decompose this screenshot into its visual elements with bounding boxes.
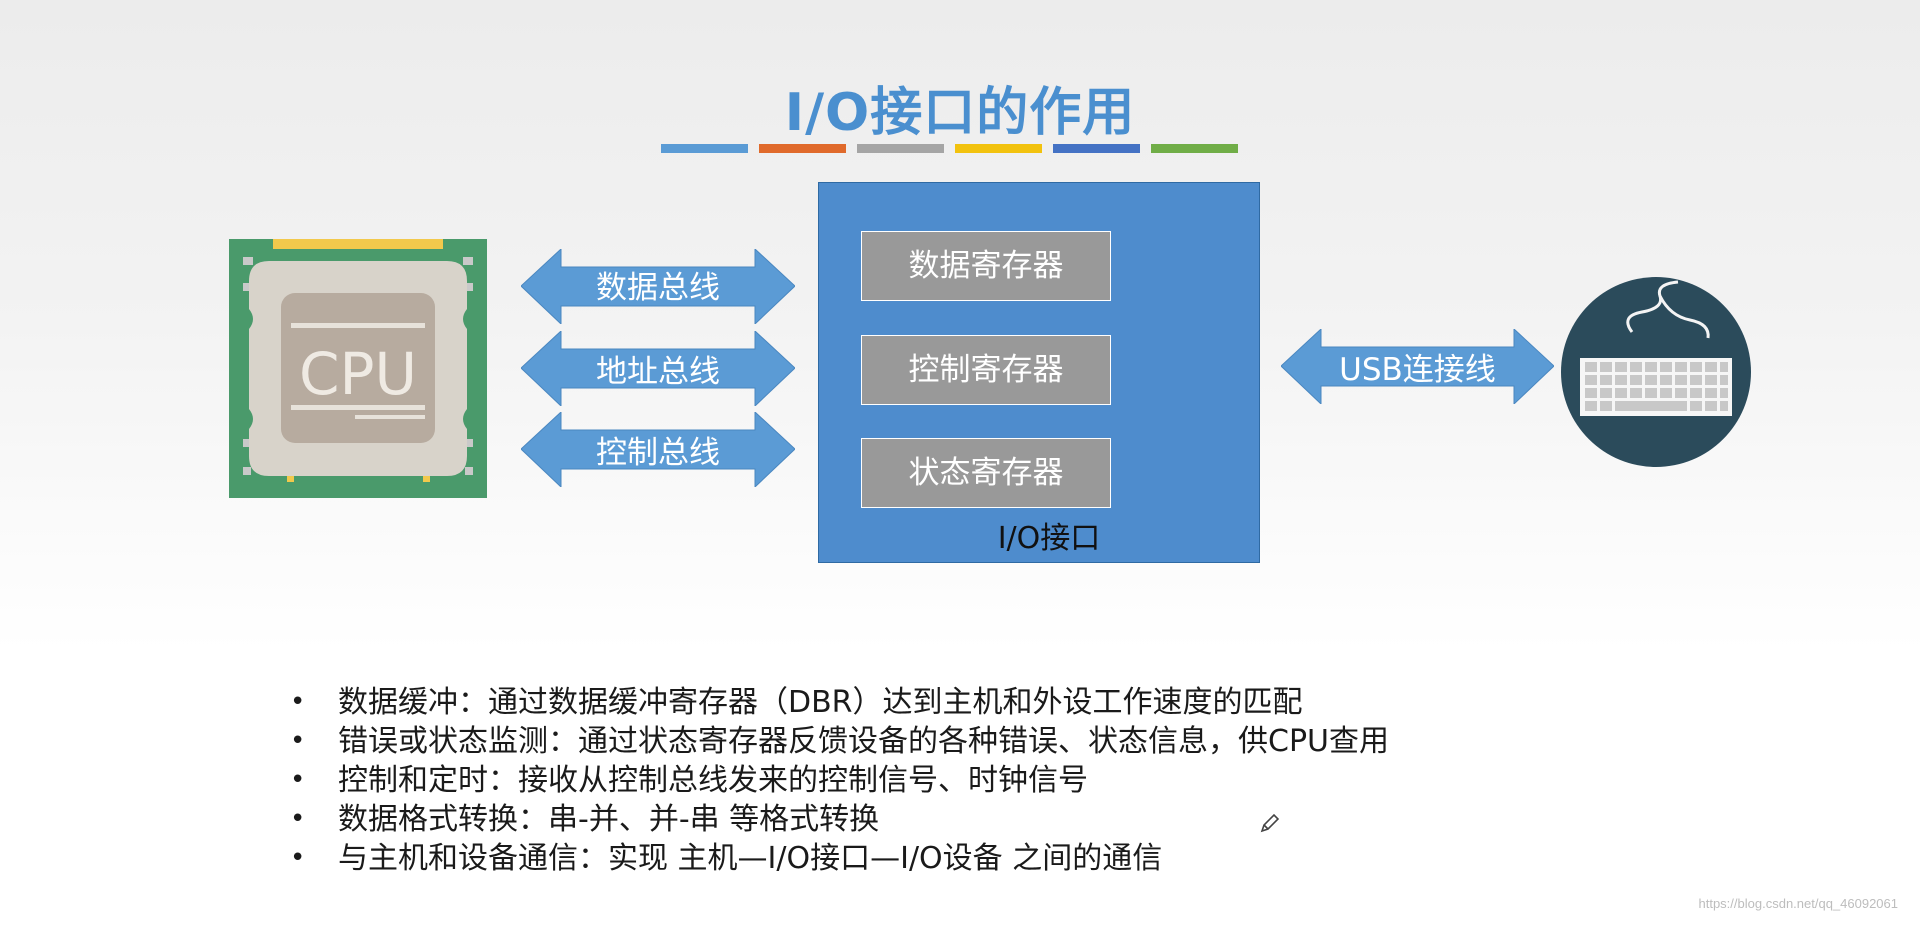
status-register: 状态寄存器: [861, 438, 1111, 508]
data-register: 数据寄存器: [861, 231, 1111, 301]
color-bar: [857, 144, 944, 153]
color-bar: [1053, 144, 1140, 153]
data-bus-label: 数据总线: [596, 270, 720, 306]
usb-label: USB连接线: [1339, 352, 1496, 388]
list-item: 数据缓冲：通过数据缓冲寄存器（DBR）达到主机和外设工作速度的匹配: [284, 683, 1389, 722]
color-bar: [661, 144, 748, 153]
cpu-label: CPU: [299, 340, 417, 408]
color-bar: [759, 144, 846, 153]
control-bus-label: 控制总线: [596, 435, 720, 471]
watermark: https://blog.csdn.net/qq_46092061: [1698, 896, 1899, 911]
list-item: 与主机和设备通信：实现 主机—I/O接口—I/O设备 之间的通信: [284, 839, 1389, 878]
control-bus-arrow: [521, 412, 795, 487]
address-bus-label: 地址总线: [596, 354, 720, 390]
list-item: 错误或状态监测：通过状态寄存器反馈设备的各种错误、状态信息，供CPU查用: [284, 722, 1389, 761]
title-color-bars: [661, 144, 1238, 153]
io-interface-box: 数据寄存器 控制寄存器 状态寄存器 I/O接口: [818, 182, 1260, 563]
pencil-icon: [1260, 813, 1280, 833]
feature-list: 数据缓冲：通过数据缓冲寄存器（DBR）达到主机和外设工作速度的匹配 错误或状态监…: [284, 683, 1389, 878]
color-bar: [955, 144, 1042, 153]
color-bar: [1151, 144, 1238, 153]
keyboard-icon: [1561, 277, 1751, 467]
cpu-chip-icon: CPU: [229, 239, 487, 498]
data-bus-arrow: [521, 249, 795, 324]
io-interface-label: I/O接口: [997, 521, 1101, 556]
list-item: 控制和定时：接收从控制总线发来的控制信号、时钟信号: [284, 761, 1389, 800]
address-bus-arrow: [521, 331, 795, 406]
usb-arrow: [1281, 329, 1554, 404]
list-item: 数据格式转换：串-并、并-串 等格式转换: [284, 800, 1389, 839]
control-register: 控制寄存器: [861, 335, 1111, 405]
page-title: I/O接口的作用: [784, 83, 1136, 143]
